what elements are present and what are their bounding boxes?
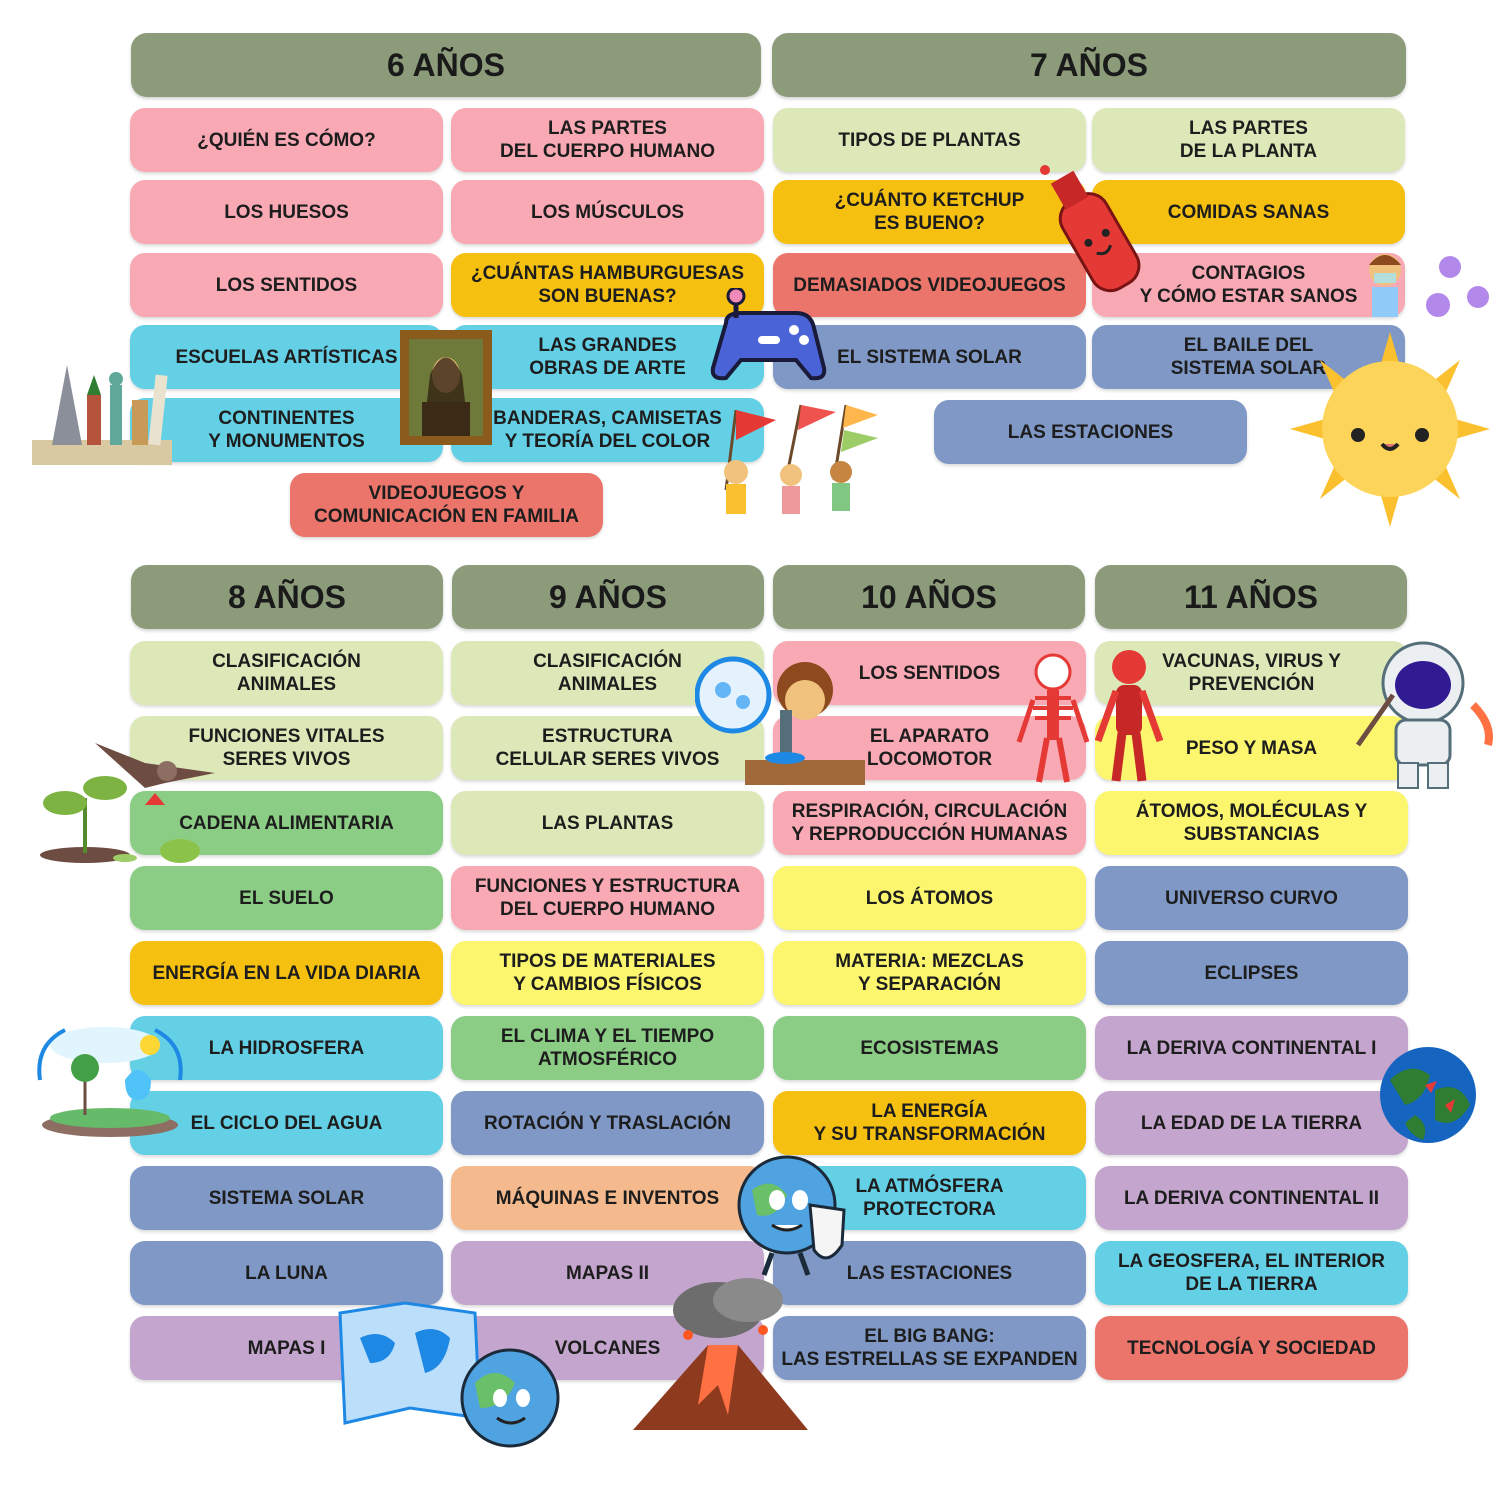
ketchup-bottle-icon bbox=[1040, 165, 1141, 293]
gamepad-icon bbox=[710, 288, 827, 381]
topic-11-8[interactable]: LA DERIVA CONTINENTAL II bbox=[1095, 1166, 1408, 1230]
topic-10-4[interactable]: LOS ÁTOMOS bbox=[773, 866, 1086, 930]
topic-6-4[interactable]: LOS MÚSCULOS bbox=[451, 180, 764, 244]
topic-11-5[interactable]: ECLIPSES bbox=[1095, 941, 1408, 1005]
topic-9-3[interactable]: LAS PLANTAS bbox=[451, 791, 764, 855]
topic-10-3[interactable]: RESPIRACIÓN, CIRCULACIÓN Y REPRODUCCIÓN … bbox=[773, 791, 1086, 855]
topic-7-1[interactable]: TIPOS DE PLANTAS bbox=[773, 108, 1086, 172]
muscle-body-icon bbox=[1094, 650, 1164, 782]
topic-6-3[interactable]: LOS HUESOS bbox=[130, 180, 443, 244]
topic-6-6[interactable]: ¿CUÁNTAS HAMBURGUESAS SON BUENAS? bbox=[451, 253, 764, 317]
topic-6-9[interactable]: CONTINENTES Y MONUMENTOS bbox=[130, 398, 443, 462]
topic-7-7[interactable]: EL SISTEMA SOLAR bbox=[773, 325, 1086, 389]
plant-food-chain-icon bbox=[40, 743, 215, 863]
topic-8-5[interactable]: ENERGÍA EN LA VIDA DIARIA bbox=[130, 941, 443, 1005]
topic-8-7[interactable]: EL CICLO DEL AGUA bbox=[130, 1091, 443, 1155]
earth-globe-icon bbox=[1380, 1047, 1476, 1143]
topic-10-5[interactable]: MATERIA: MEZCLAS Y SEPARACIÓN bbox=[773, 941, 1086, 1005]
topic-11-9[interactable]: LA GEOSFERA, EL INTERIOR DE LA TIERRA bbox=[1095, 1241, 1408, 1305]
header-6-anos: 6 AÑOS bbox=[131, 33, 761, 97]
topic-6-1[interactable]: ¿QUIÉN ES CÓMO? bbox=[130, 108, 443, 172]
header-7-anos: 7 AÑOS bbox=[772, 33, 1406, 97]
topic-7-5[interactable]: DEMASIADOS VIDEOJUEGOS bbox=[773, 253, 1086, 317]
topic-6-10[interactable]: BANDERAS, CAMISETAS Y TEORÍA DEL COLOR bbox=[451, 398, 764, 462]
header-11-anos: 11 AÑOS bbox=[1095, 565, 1407, 629]
topic-11-3[interactable]: ÁTOMOS, MOLÉCULAS Y SUBSTANCIAS bbox=[1095, 791, 1408, 855]
topic-6-7[interactable]: ESCUELAS ARTÍSTICAS bbox=[130, 325, 443, 389]
topic-6-5[interactable]: LOS SENTIDOS bbox=[130, 253, 443, 317]
topic-10-10[interactable]: EL BIG BANG: LAS ESTRELLAS SE EXPANDEN bbox=[773, 1316, 1086, 1380]
earth-shield-icon bbox=[737, 1155, 846, 1276]
skeleton-icon bbox=[1016, 653, 1090, 783]
microscope-girl-icon bbox=[695, 656, 865, 785]
topic-9-5[interactable]: TIPOS DE MATERIALES Y CAMBIOS FÍSICOS bbox=[451, 941, 764, 1005]
topic-7-4[interactable]: COMIDAS SANAS bbox=[1092, 180, 1405, 244]
topic-8-9[interactable]: LA LUNA bbox=[130, 1241, 443, 1305]
monuments-icon bbox=[32, 365, 172, 465]
topic-8-1[interactable]: CLASIFICACIÓN ANIMALES bbox=[130, 641, 443, 705]
water-cycle-icon bbox=[37, 1027, 183, 1137]
topic-7-3[interactable]: ¿CUÁNTO KETCHUP ES BUENO? bbox=[773, 180, 1086, 244]
world-map-icon bbox=[338, 1301, 560, 1448]
topic-11-6[interactable]: LA DERIVA CONTINENTAL I bbox=[1095, 1016, 1408, 1080]
topic-9-8[interactable]: MÁQUINAS E INVENTOS bbox=[451, 1166, 764, 1230]
topic-6-11[interactable]: VIDEOJUEGOS Y COMUNICACIÓN EN FAMILIA bbox=[290, 473, 603, 537]
header-8-anos: 8 AÑOS bbox=[131, 565, 443, 629]
sick-kid-virus-icon bbox=[1369, 254, 1489, 317]
topic-9-7[interactable]: ROTACIÓN Y TRASLACIÓN bbox=[451, 1091, 764, 1155]
header-9-anos: 9 AÑOS bbox=[452, 565, 764, 629]
topic-11-2[interactable]: PESO Y MASA bbox=[1095, 716, 1408, 780]
topic-11-10[interactable]: TECNOLOGÍA Y SOCIEDAD bbox=[1095, 1316, 1408, 1380]
topic-11-1[interactable]: VACUNAS, VIRUS Y PREVENCIÓN bbox=[1095, 641, 1408, 705]
kids-flags-icon bbox=[724, 404, 878, 514]
astronaut-icon bbox=[1355, 641, 1493, 789]
topic-10-7[interactable]: LA ENERGÍA Y SU TRANSFORMACIÓN bbox=[773, 1091, 1086, 1155]
topic-7-2[interactable]: LAS PARTES DE LA PLANTA bbox=[1092, 108, 1405, 172]
volcano-icon bbox=[633, 1278, 808, 1430]
topic-7-6[interactable]: CONTAGIOS Y CÓMO ESTAR SANOS bbox=[1092, 253, 1405, 317]
topic-6-8[interactable]: LAS GRANDES OBRAS DE ARTE bbox=[451, 325, 764, 389]
topic-6-2[interactable]: LAS PARTES DEL CUERPO HUMANO bbox=[451, 108, 764, 172]
topic-9-4[interactable]: FUNCIONES Y ESTRUCTURA DEL CUERPO HUMANO bbox=[451, 866, 764, 930]
topic-8-8[interactable]: SISTEMA SOLAR bbox=[130, 1166, 443, 1230]
topic-7-9[interactable]: LAS ESTACIONES bbox=[934, 400, 1247, 464]
mona-lisa-icon bbox=[400, 330, 492, 445]
topic-11-4[interactable]: UNIVERSO CURVO bbox=[1095, 866, 1408, 930]
topic-8-4[interactable]: EL SUELO bbox=[130, 866, 443, 930]
topic-11-7[interactable]: LA EDAD DE LA TIERRA bbox=[1095, 1091, 1408, 1155]
header-10-anos: 10 AÑOS bbox=[773, 565, 1085, 629]
topic-9-2[interactable]: ESTRUCTURA CELULAR SERES VIVOS bbox=[451, 716, 764, 780]
topic-9-6[interactable]: EL CLIMA Y EL TIEMPO ATMOSFÉRICO bbox=[451, 1016, 764, 1080]
topic-10-6[interactable]: ECOSISTEMAS bbox=[773, 1016, 1086, 1080]
sun-icon bbox=[1290, 332, 1490, 527]
